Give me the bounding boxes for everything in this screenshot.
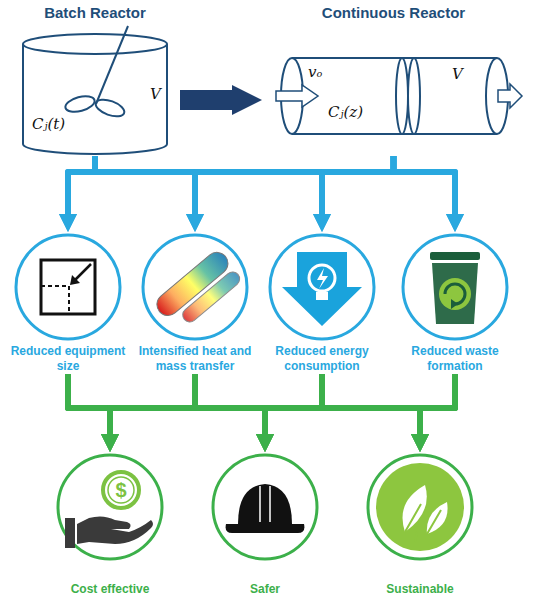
cost-icon xyxy=(58,455,162,559)
node-label: Sustainable xyxy=(358,582,482,597)
reactor-panel: Batch ReactorCⱼ(t) V xyxy=(10,4,180,156)
benefit-node: Reduced equipment size xyxy=(6,232,130,374)
benefit-node: Intensified heat and mass transfer xyxy=(133,232,257,374)
node-label: Reduced waste formation xyxy=(393,344,517,374)
flow-arrow xyxy=(68,374,420,434)
node-label: Reduced energy consumption xyxy=(260,344,384,374)
waste-icon xyxy=(403,235,507,339)
outcome-node: Sustainable xyxy=(358,452,482,597)
variable-symbol: Cⱼ(z) xyxy=(328,104,363,121)
batch-vessel xyxy=(23,26,167,154)
outcome-node: Safer xyxy=(203,452,327,597)
currency-symbol: $ xyxy=(112,480,130,500)
flow-arrow xyxy=(68,374,110,434)
size-icon xyxy=(16,235,120,339)
variable-symbol: V xyxy=(150,86,161,103)
flow-arrow xyxy=(110,374,455,434)
reactor-title: Continuous Reactor xyxy=(262,4,525,21)
flow-arrow xyxy=(110,374,195,434)
hard-hat-icon xyxy=(213,455,317,559)
benefit-node: Reduced energy consumption xyxy=(260,232,384,374)
leaf-icon xyxy=(368,455,472,559)
flow-arrow xyxy=(394,156,456,214)
flow-arrow xyxy=(195,374,265,434)
flow-arrow xyxy=(322,156,394,214)
flow-arrow xyxy=(322,374,420,434)
flow-arrow xyxy=(68,156,95,214)
reactor-panel: Continuous Reactor vₒCⱼ(z) V xyxy=(262,4,525,156)
flow-arrow xyxy=(420,374,455,434)
variable-symbol: Cⱼ(t) xyxy=(32,116,65,133)
node-label: Safer xyxy=(203,582,327,597)
flow-arrow xyxy=(195,156,394,214)
node-label: Cost effective xyxy=(48,582,172,597)
tube-icon xyxy=(143,235,247,339)
node-label: Reduced equipment size xyxy=(6,344,130,374)
flow-arrow xyxy=(68,374,265,434)
variable-symbol: vₒ xyxy=(308,64,322,81)
flow-arrow xyxy=(265,374,322,434)
reactor-title: Batch Reactor xyxy=(10,4,180,21)
flow-arrow xyxy=(265,374,455,434)
tubular-reactor xyxy=(276,58,522,134)
variable-symbol: V xyxy=(452,66,463,83)
flow-arrow xyxy=(195,374,420,434)
outcome-node: Cost effective xyxy=(48,452,172,597)
energy-icon xyxy=(270,235,374,339)
flow-arrow xyxy=(95,156,455,214)
node-label: Intensified heat and mass transfer xyxy=(133,344,257,374)
flow-arrow xyxy=(95,156,322,214)
flow-arrow xyxy=(110,374,322,434)
benefit-node: Reduced waste formation xyxy=(393,232,517,374)
flow-arrow xyxy=(180,90,232,110)
flow-arrow xyxy=(95,156,195,214)
flow-arrow xyxy=(68,156,394,214)
